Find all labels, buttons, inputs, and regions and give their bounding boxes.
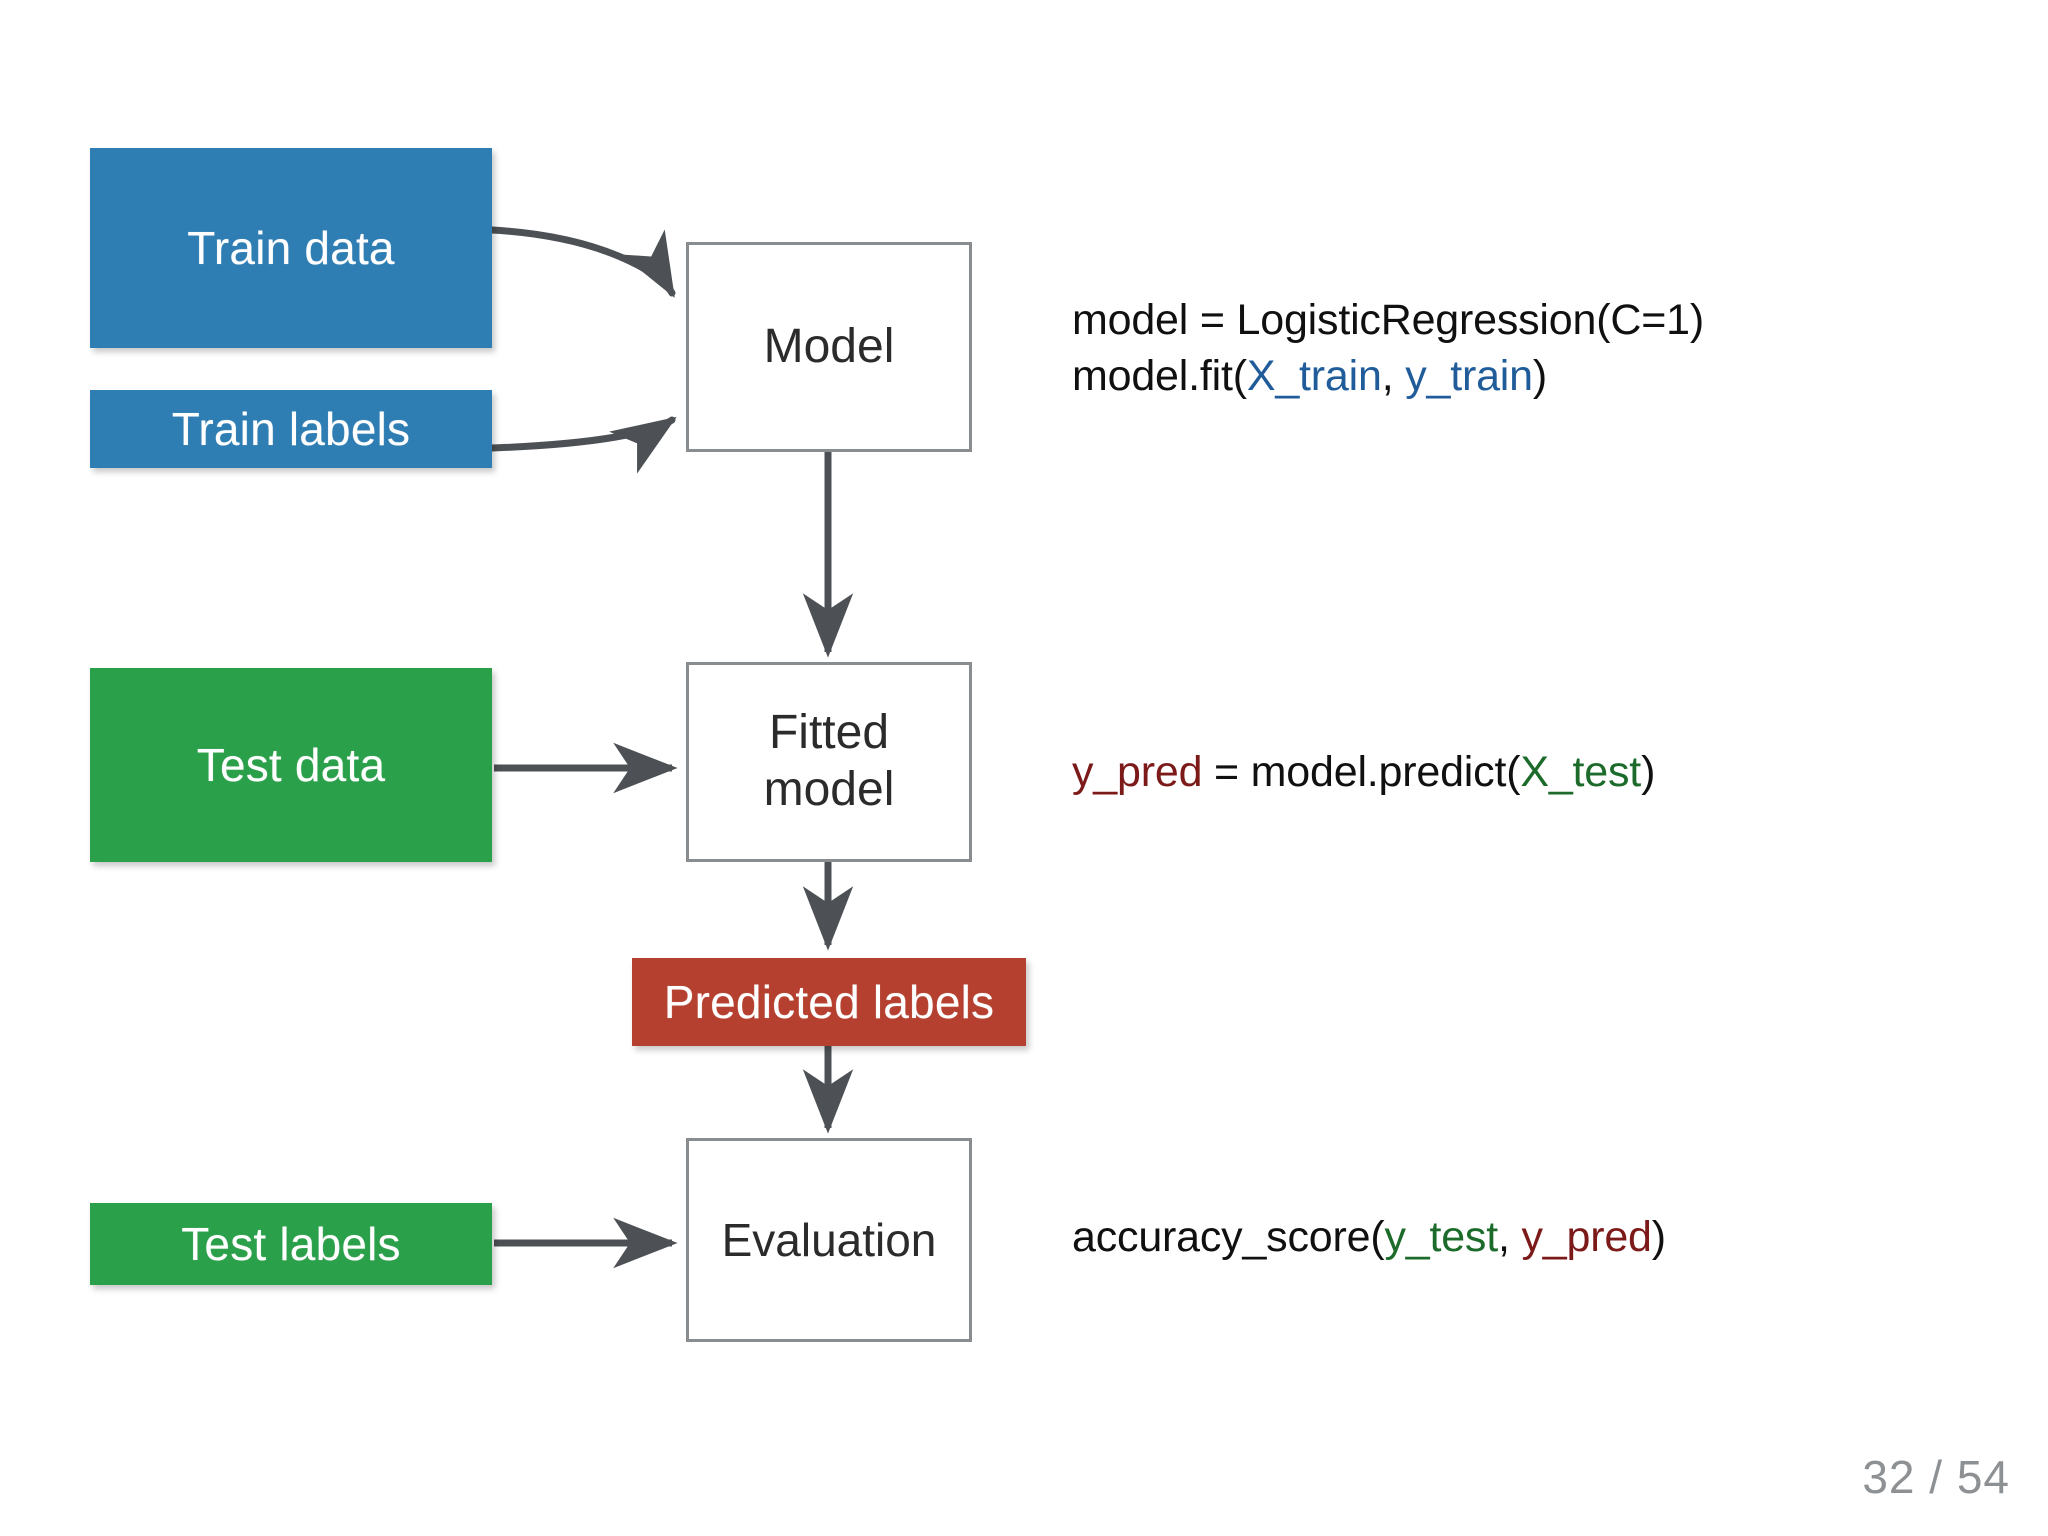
- code-fit-line2-prefix: model.fit(: [1072, 352, 1247, 400]
- code-fit-line1-text: model = LogisticRegression(C=1): [1072, 296, 1704, 344]
- code-fit-line2-arg2: y_train: [1405, 352, 1533, 400]
- node-model[interactable]: Model: [686, 242, 972, 452]
- arrow-train-labels-to-model: [488, 416, 677, 474]
- node-evaluation[interactable]: Evaluation: [686, 1138, 972, 1342]
- node-model-label: Model: [763, 319, 895, 373]
- node-train-labels-label: Train labels: [171, 403, 411, 455]
- code-fit-line2-arg1: X_train: [1246, 352, 1382, 400]
- page-counter: 32 / 54: [1862, 1451, 2010, 1503]
- code-score-arg1: y_test: [1384, 1213, 1498, 1261]
- code-predict-mid: = model.predict(: [1202, 748, 1521, 796]
- node-predicted-labels-label: Predicted labels: [663, 976, 995, 1028]
- code-fit-line1: model = LogisticRegression(C=1): [1072, 296, 1704, 345]
- code-score-suffix: ): [1651, 1213, 1666, 1261]
- code-predict-arg: X_test: [1520, 748, 1642, 796]
- code-predict-suffix: ): [1641, 748, 1656, 796]
- node-train-labels[interactable]: Train labels: [90, 390, 492, 468]
- code-fit-line2-sep: ,: [1381, 352, 1406, 400]
- node-evaluation-label: Evaluation: [721, 1213, 937, 1266]
- node-predicted-labels[interactable]: Predicted labels: [632, 958, 1026, 1046]
- code-predict-lhs: y_pred: [1072, 748, 1203, 796]
- code-fit-line2: model.fit(X_train, y_train): [1072, 352, 1547, 401]
- node-test-labels[interactable]: Test labels: [90, 1203, 492, 1285]
- node-fitted-model-label-line1: Fitted: [768, 706, 890, 760]
- code-predict-line: y_pred = model.predict(X_test): [1072, 748, 1655, 797]
- code-fit-line2-suffix: ): [1532, 352, 1547, 400]
- node-fitted-model-label-line2: model: [763, 763, 895, 816]
- code-score-prefix: accuracy_score(: [1072, 1213, 1385, 1261]
- code-score-arg2: y_pred: [1521, 1213, 1652, 1261]
- arrow-train-data-to-model: [488, 226, 676, 298]
- node-train-data-label: Train data: [187, 222, 395, 274]
- node-train-data[interactable]: Train data: [90, 148, 492, 348]
- node-test-data-label: Test data: [196, 739, 386, 791]
- node-fitted-model[interactable]: Fitted model: [686, 662, 972, 862]
- node-test-data[interactable]: Test data: [90, 668, 492, 862]
- code-score-line: accuracy_score(y_test, y_pred): [1072, 1213, 1666, 1262]
- code-score-sep: ,: [1497, 1213, 1522, 1261]
- node-test-labels-label: Test labels: [181, 1218, 401, 1270]
